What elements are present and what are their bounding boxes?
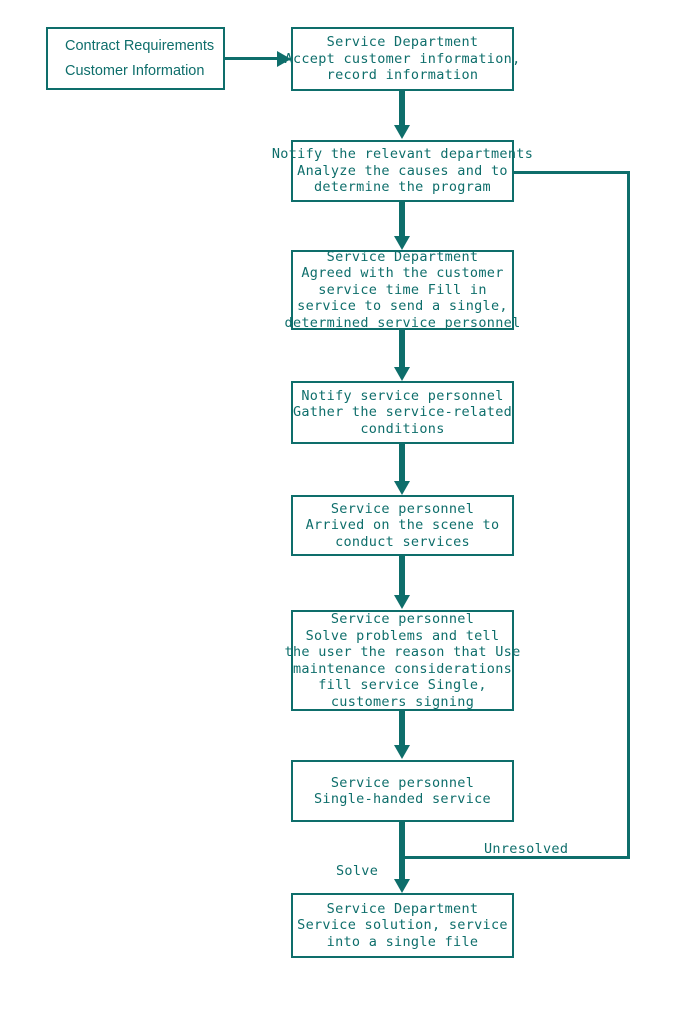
node-line: determine the program (314, 179, 491, 196)
node-line: the user the reason that Use (284, 644, 521, 660)
node-line: Service Department (326, 34, 479, 51)
feedback-loop-top-segment (513, 171, 630, 174)
node-line: fill service Single, (318, 677, 487, 693)
node-line: conduct services (335, 533, 470, 550)
node-line: Contract Requirements (65, 37, 215, 54)
connector-agree-time-to-notify-personnel (399, 330, 405, 368)
feedback-loop-right-segment (627, 171, 630, 859)
arrowhead-single-handed-to-archive (394, 879, 410, 893)
node-line: Agreed with the customer (301, 265, 504, 282)
connector-input-to-accept (225, 57, 279, 60)
node-line: Solve problems and tell (305, 627, 500, 644)
node-accept-customer-information[interactable]: Service Department Accept customer infor… (285, 27, 520, 91)
arrowhead-agree-time-to-notify-personnel (394, 367, 410, 381)
node-line: Gather the service-related (292, 404, 513, 421)
node-line: Arrived on the scene to (305, 517, 500, 534)
node-arrive-on-scene[interactable]: Service personnel Arrived on the scene t… (291, 495, 514, 556)
node-notify-service-personnel[interactable]: Notify service personnel Gather the serv… (291, 381, 514, 444)
node-archive-service-file[interactable]: Service Department Service solution, ser… (291, 893, 514, 958)
node-solve-problems[interactable]: Service personnel Solve problems and tel… (285, 610, 520, 711)
connector-single-handed-to-archive (399, 822, 405, 880)
node-line: determined service personnel (284, 314, 521, 331)
node-line: Service personnel (330, 500, 475, 517)
node-line: record information (326, 67, 479, 84)
node-agree-service-time[interactable]: Service Department Agreed with the custo… (285, 248, 521, 331)
node-line: Service solution, service (297, 917, 508, 934)
arrowhead-notify-personnel-to-arrive-scene (394, 481, 410, 495)
edge-label-unresolved: Unresolved (484, 841, 569, 857)
connector-solve-problems-to-single-handed (399, 711, 405, 746)
node-line: Notify the relevant departments (271, 146, 534, 163)
node-line: Single-handed service (314, 791, 491, 807)
node-line: Service personnel (330, 774, 475, 791)
connector-notify-departments-to-agree-time (399, 202, 405, 237)
node-line: maintenance considerations (292, 660, 513, 677)
node-line: Accept customer information, (284, 50, 521, 67)
connector-notify-personnel-to-arrive-scene (399, 444, 405, 482)
arrowhead-accept-to-notify-departments (394, 125, 410, 139)
node-line: Notify service personnel (301, 387, 504, 404)
node-line: into a single file (326, 933, 479, 950)
node-line: service to send a single, (297, 298, 508, 315)
node-line: Analyze the causes and to (297, 162, 508, 179)
edge-label-solve: Solve (336, 863, 379, 879)
arrowhead-input-to-accept (277, 51, 291, 67)
arrowhead-notify-departments-to-agree-time (394, 236, 410, 250)
node-line: Customer Information (65, 62, 205, 79)
node-line: conditions (360, 420, 445, 437)
node-line: customers signing (330, 693, 475, 710)
node-line: service time Fill in (318, 281, 487, 298)
node-line: Service Department (326, 900, 479, 917)
node-contract-requirements[interactable]: Contract Requirements Customer Informati… (46, 27, 225, 90)
arrowhead-arrive-scene-to-solve-problems (394, 595, 410, 609)
connector-accept-to-notify-departments (399, 91, 405, 126)
arrowhead-solve-problems-to-single-handed (394, 745, 410, 759)
node-notify-relevant-departments[interactable]: Notify the relevant departments Analyze … (272, 140, 533, 202)
connector-arrive-scene-to-solve-problems (399, 556, 405, 596)
feedback-loop-bottom-segment (402, 856, 630, 859)
node-single-handed-service[interactable]: Service personnel Single-handed service (291, 760, 514, 822)
node-line: Service personnel (330, 611, 475, 627)
node-line: Service Department (326, 248, 479, 265)
